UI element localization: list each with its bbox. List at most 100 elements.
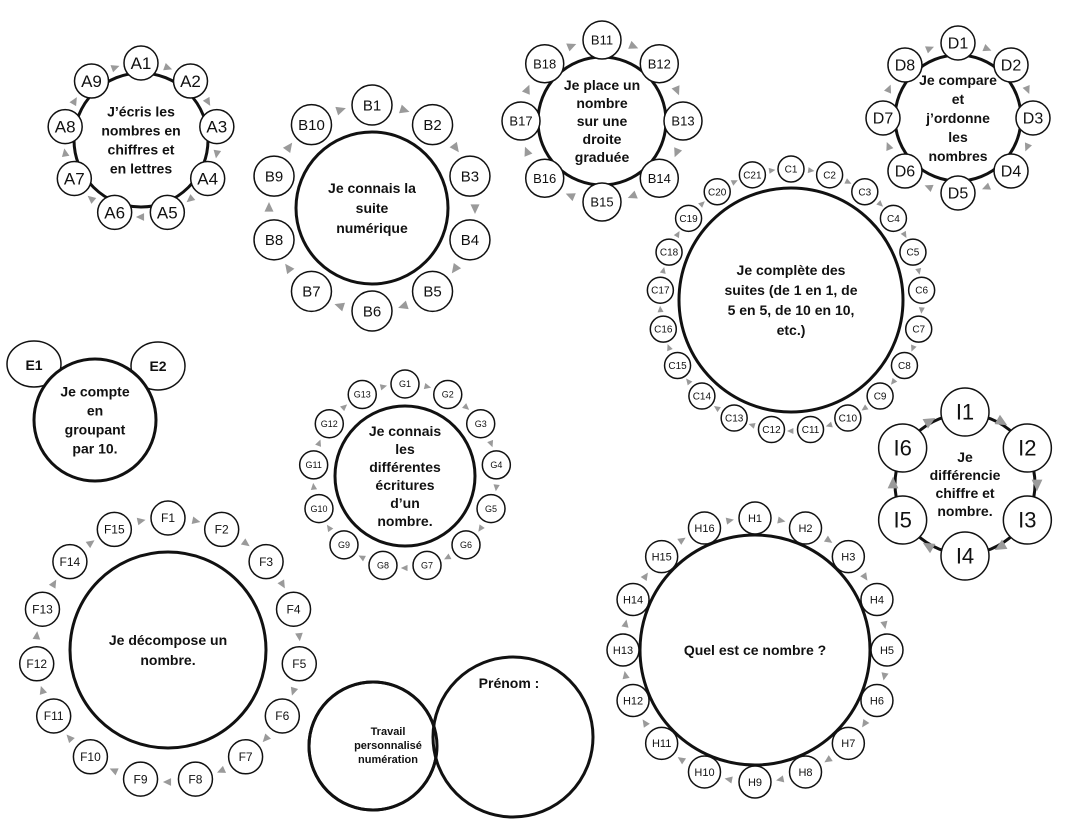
skill-node[interactable] xyxy=(639,43,680,84)
skill-node[interactable] xyxy=(281,646,318,682)
skill-node[interactable] xyxy=(368,550,398,581)
skill-node[interactable] xyxy=(189,160,226,197)
skill-node[interactable] xyxy=(663,101,703,141)
skill-node[interactable] xyxy=(777,155,805,183)
skill-node[interactable] xyxy=(940,175,976,211)
skill-node[interactable] xyxy=(606,633,640,667)
skill-node[interactable] xyxy=(264,698,301,734)
skill-node[interactable] xyxy=(433,379,463,410)
skill-node[interactable] xyxy=(993,47,1029,83)
skill-node[interactable] xyxy=(831,726,866,761)
skill-node[interactable] xyxy=(851,178,879,206)
skill-node[interactable] xyxy=(1002,423,1053,473)
skill-node[interactable] xyxy=(177,761,214,797)
skill-node[interactable] xyxy=(465,408,496,439)
skill-node[interactable] xyxy=(688,382,716,410)
skill-node[interactable] xyxy=(877,495,928,545)
skill-node[interactable] xyxy=(304,493,334,524)
skill-node[interactable] xyxy=(720,404,748,432)
skill-node[interactable] xyxy=(860,582,894,617)
skill-node[interactable] xyxy=(52,543,88,580)
skill-node[interactable] xyxy=(449,219,491,261)
skill-node[interactable] xyxy=(788,511,823,545)
skill-node[interactable] xyxy=(796,415,825,444)
skill-node[interactable] xyxy=(904,315,933,343)
skill-node[interactable] xyxy=(501,101,541,141)
skill-node[interactable] xyxy=(412,550,442,581)
skill-node[interactable] xyxy=(24,591,61,627)
skill-node[interactable] xyxy=(290,103,333,146)
skill-node[interactable] xyxy=(18,646,55,682)
skill-node[interactable] xyxy=(172,63,209,99)
skill-node[interactable] xyxy=(290,270,333,313)
skill-node[interactable] xyxy=(616,683,650,718)
skill-node[interactable] xyxy=(203,511,240,548)
skill-node[interactable] xyxy=(390,369,420,399)
skill-node[interactable] xyxy=(907,276,936,304)
skill-node[interactable] xyxy=(476,493,506,524)
skill-node[interactable] xyxy=(616,582,650,617)
skill-node[interactable] xyxy=(831,539,866,574)
skill-node[interactable] xyxy=(411,103,454,146)
skill-node[interactable] xyxy=(834,404,862,432)
skill-node[interactable] xyxy=(582,182,622,222)
skill-node[interactable] xyxy=(1002,495,1053,545)
skill-node[interactable] xyxy=(757,415,786,444)
skill-node[interactable] xyxy=(663,351,692,380)
skill-node[interactable] xyxy=(738,161,767,189)
skill-node[interactable] xyxy=(649,315,678,343)
skill-node[interactable] xyxy=(524,43,565,84)
skill-node[interactable] xyxy=(72,739,109,775)
skill-node[interactable] xyxy=(639,158,680,199)
skill-node[interactable] xyxy=(993,153,1029,189)
skill-node[interactable] xyxy=(646,276,675,304)
skill-node[interactable] xyxy=(877,423,928,473)
skill-node[interactable] xyxy=(887,47,923,83)
skill-node[interactable] xyxy=(73,63,110,99)
skill-node[interactable] xyxy=(940,531,990,581)
skill-node[interactable] xyxy=(122,761,159,797)
skill-node[interactable] xyxy=(298,450,329,480)
skill-node[interactable] xyxy=(449,155,491,197)
skill-node[interactable] xyxy=(870,633,904,667)
skill-node[interactable] xyxy=(56,160,93,197)
skill-node[interactable] xyxy=(351,84,393,126)
skill-node[interactable] xyxy=(150,500,186,536)
skill-node[interactable] xyxy=(644,539,679,574)
skill-node[interactable] xyxy=(253,155,295,197)
skill-node[interactable] xyxy=(199,108,235,145)
skill-node[interactable] xyxy=(227,739,264,775)
skill-node[interactable] xyxy=(329,530,359,560)
skill-node[interactable] xyxy=(703,178,731,206)
skill-node[interactable] xyxy=(47,108,83,145)
skill-node[interactable] xyxy=(738,501,772,535)
skill-node[interactable] xyxy=(582,20,622,60)
skill-node[interactable] xyxy=(253,219,295,261)
skill-node[interactable] xyxy=(887,153,923,189)
skill-node[interactable] xyxy=(96,511,133,548)
skill-node[interactable] xyxy=(123,45,159,81)
skill-node[interactable] xyxy=(451,530,481,560)
skill-node[interactable] xyxy=(860,683,894,718)
skill-node[interactable] xyxy=(481,450,512,480)
skill-node[interactable] xyxy=(1015,100,1051,136)
skill-node[interactable] xyxy=(940,387,990,437)
skill-node[interactable] xyxy=(96,194,133,231)
skill-node[interactable] xyxy=(788,755,823,789)
skill-node[interactable] xyxy=(275,591,312,627)
skill-node[interactable] xyxy=(655,238,683,266)
skill-node[interactable] xyxy=(687,755,722,789)
skill-node[interactable] xyxy=(6,340,62,388)
skill-node[interactable] xyxy=(738,765,772,799)
skill-node[interactable] xyxy=(644,726,679,761)
skill-node[interactable] xyxy=(866,382,894,410)
skill-node[interactable] xyxy=(35,698,72,734)
skill-node[interactable] xyxy=(890,351,919,380)
skill-node[interactable] xyxy=(347,379,377,410)
skill-node[interactable] xyxy=(815,161,844,189)
skill-node[interactable] xyxy=(149,194,186,231)
skill-node[interactable] xyxy=(351,290,393,332)
skill-node[interactable] xyxy=(248,543,284,580)
skill-node[interactable] xyxy=(524,158,565,199)
skill-node[interactable] xyxy=(940,25,976,61)
